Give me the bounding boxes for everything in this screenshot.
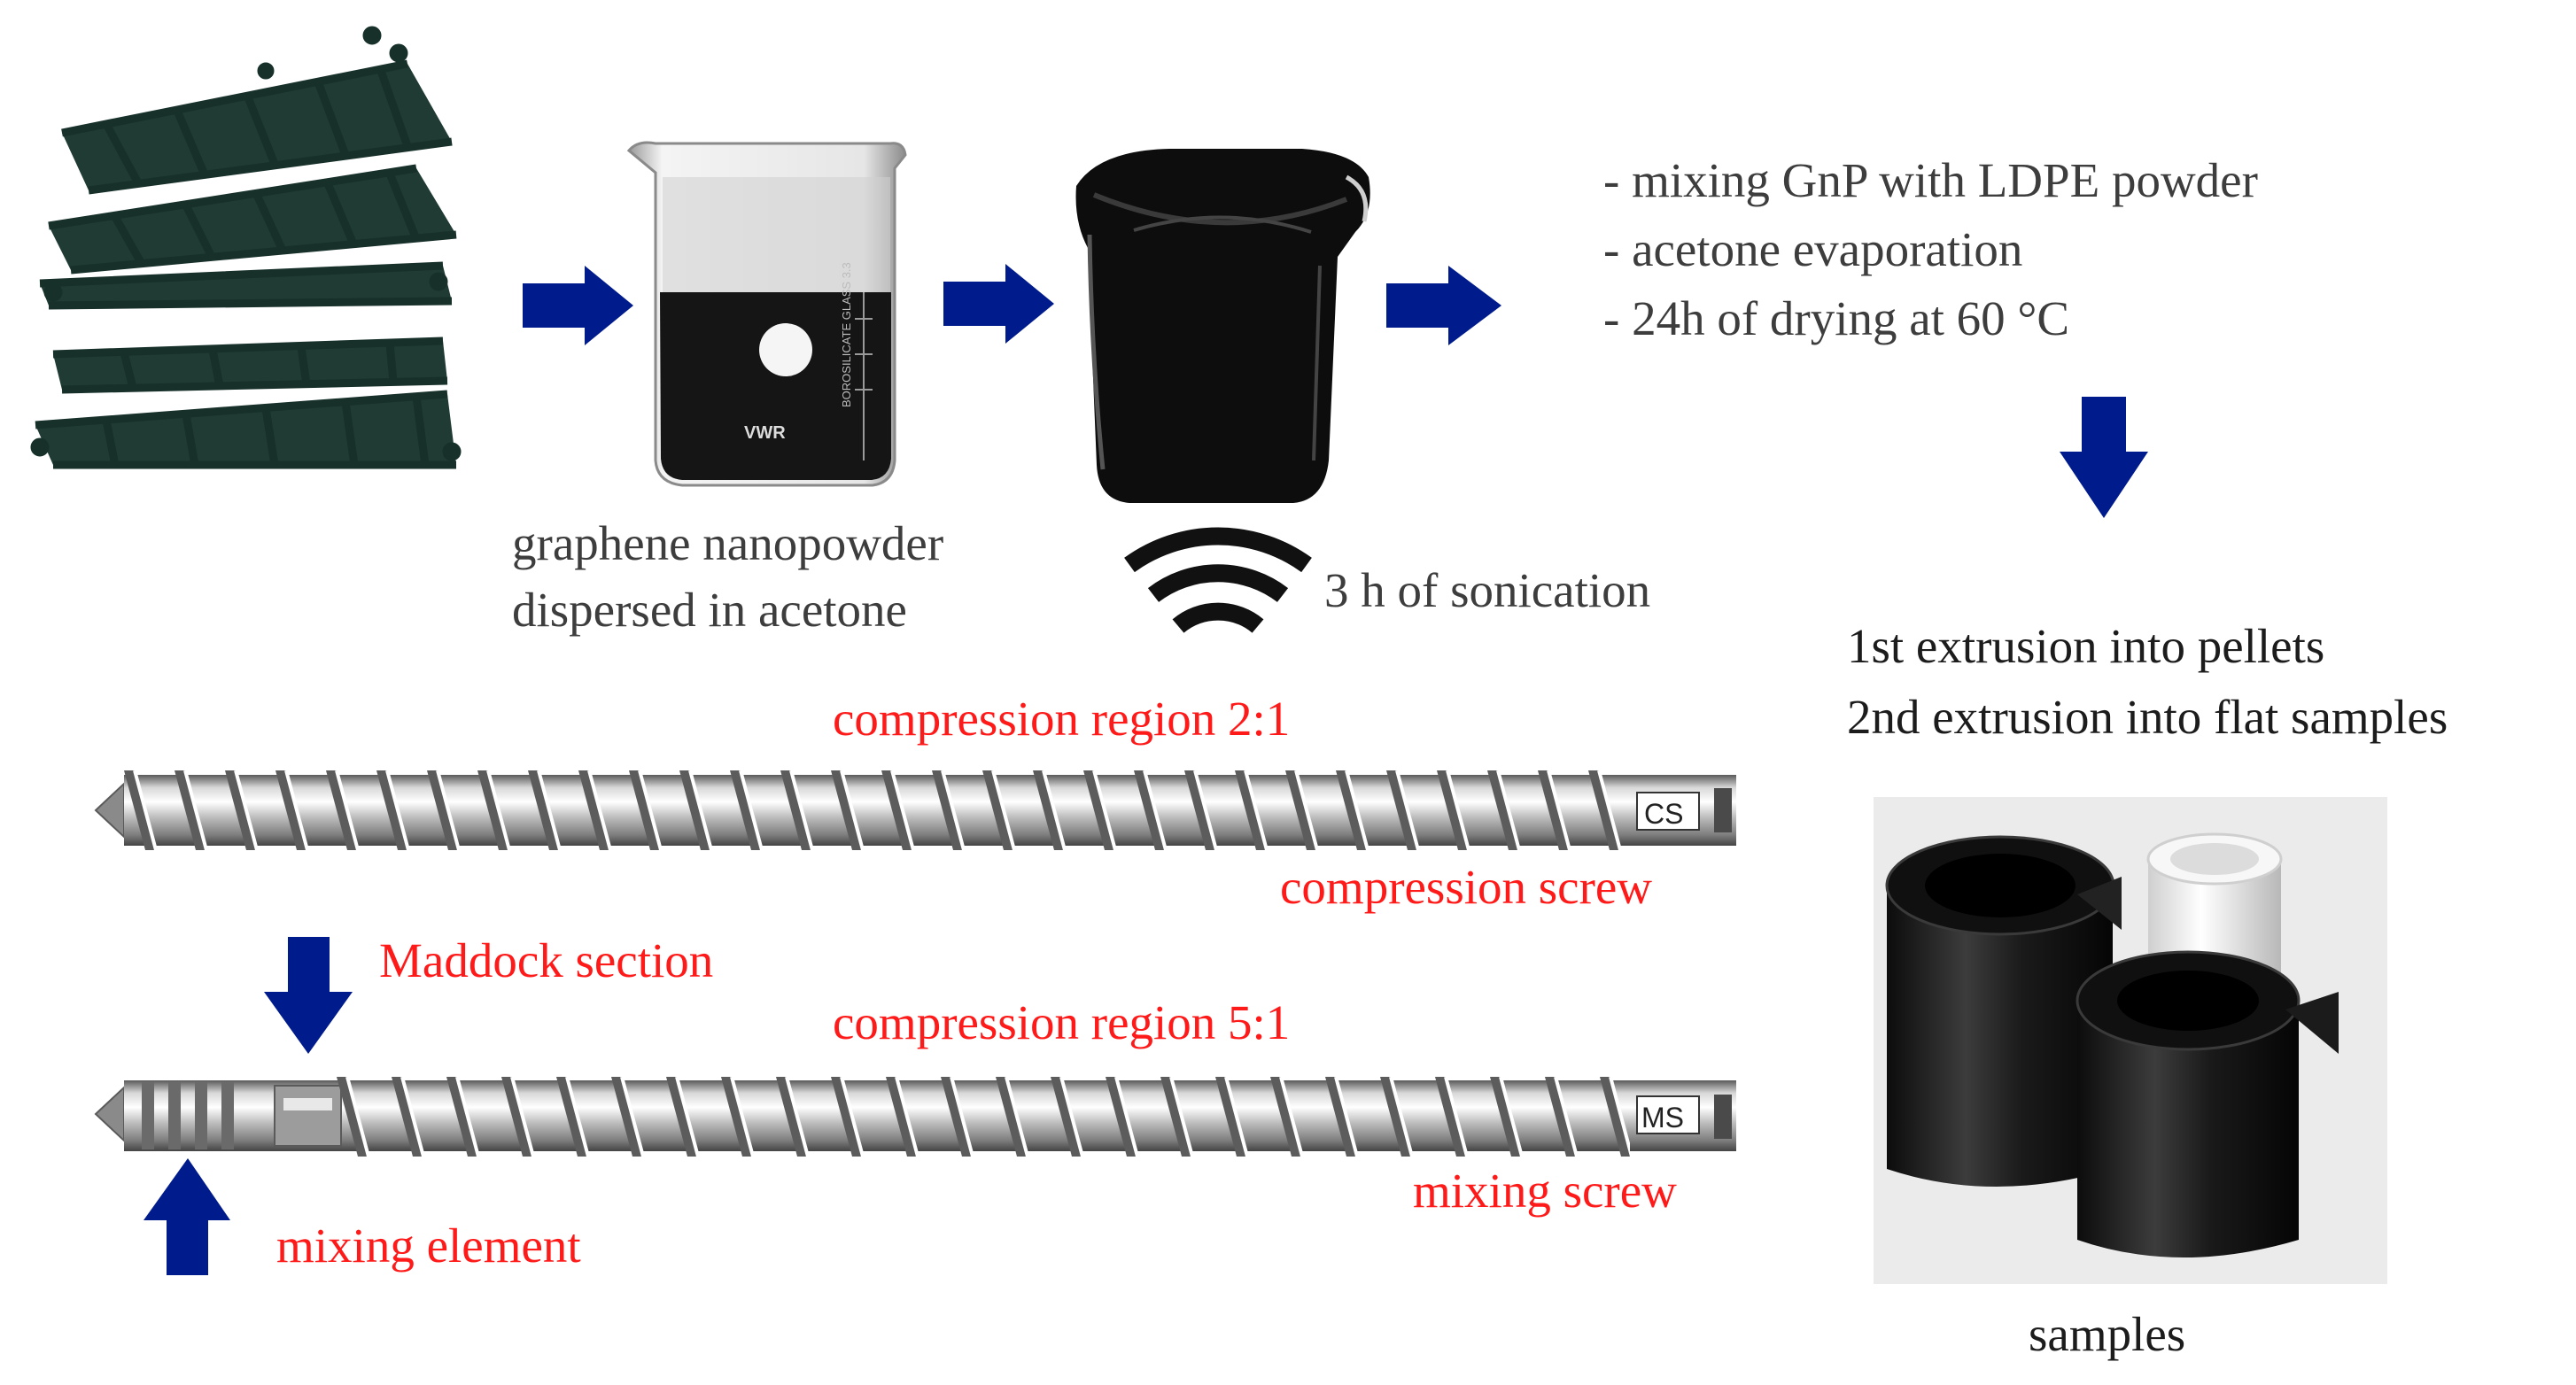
arrow-up-icon — [144, 1158, 230, 1275]
compression-screw-label: compression screw — [1280, 860, 1652, 914]
graphene-sheet — [39, 261, 453, 310]
graphene-sheet — [61, 26, 453, 195]
sonication-waves-icon — [1124, 527, 1312, 633]
arrow-right-icon — [1386, 266, 1501, 345]
mixing-element — [142, 1082, 234, 1149]
graphene-sheet — [52, 337, 448, 394]
samples-caption: samples — [2029, 1307, 2185, 1361]
mixing-screw-label: mixing screw — [1413, 1164, 1677, 1218]
beaker-sonicated-icon — [1075, 149, 1370, 503]
maddock-section-label: Maddock section — [379, 933, 713, 987]
compression-region-5-1-label: compression region 5:1 — [833, 995, 1290, 1049]
process-step-evaporation: - acetone evaporation — [1603, 222, 2022, 276]
ms-tag: MS — [1641, 1102, 1684, 1134]
process-step-mixing: - mixing GnP with LDPE powder — [1603, 153, 2258, 207]
beaker-caption-line1: graphene nanopowder — [512, 516, 943, 570]
beaker-product-label: BOROSILICATE GLASS 3.3 — [840, 262, 853, 407]
graphene-sheet — [30, 390, 462, 469]
cs-tag: CS — [1644, 798, 1683, 830]
arrow-down-icon — [2060, 397, 2148, 518]
beaker-dispersion-icon: VWR BOROSILICATE GLASS 3.3 — [626, 141, 907, 487]
arrow-right-icon — [943, 264, 1054, 344]
process-step-drying: - 24h of drying at 60 °C — [1603, 291, 2069, 345]
extrusion-step-pellets: 1st extrusion into pellets — [1847, 619, 2324, 673]
graphene-sheet — [48, 164, 457, 275]
extrusion-step-flat-samples: 2nd extrusion into flat samples — [1847, 690, 2448, 744]
mixing-screw-icon: MS — [94, 1077, 1736, 1157]
beaker-brand: VWR — [744, 423, 786, 443]
arrow-right-icon — [523, 266, 633, 345]
compression-screw-icon: CS — [94, 770, 1736, 850]
arrow-down-icon — [264, 937, 353, 1054]
graphene-layers-icon — [30, 26, 462, 469]
mixing-element-label: mixing element — [276, 1219, 581, 1273]
sample-rolls-icon — [1874, 797, 2387, 1284]
sonication-label: 3 h of sonication — [1324, 563, 1650, 617]
maddock-element — [274, 1085, 342, 1147]
compression-region-2-1-label: compression region 2:1 — [833, 692, 1290, 746]
beaker-caption-line2: dispersed in acetone — [512, 583, 907, 637]
